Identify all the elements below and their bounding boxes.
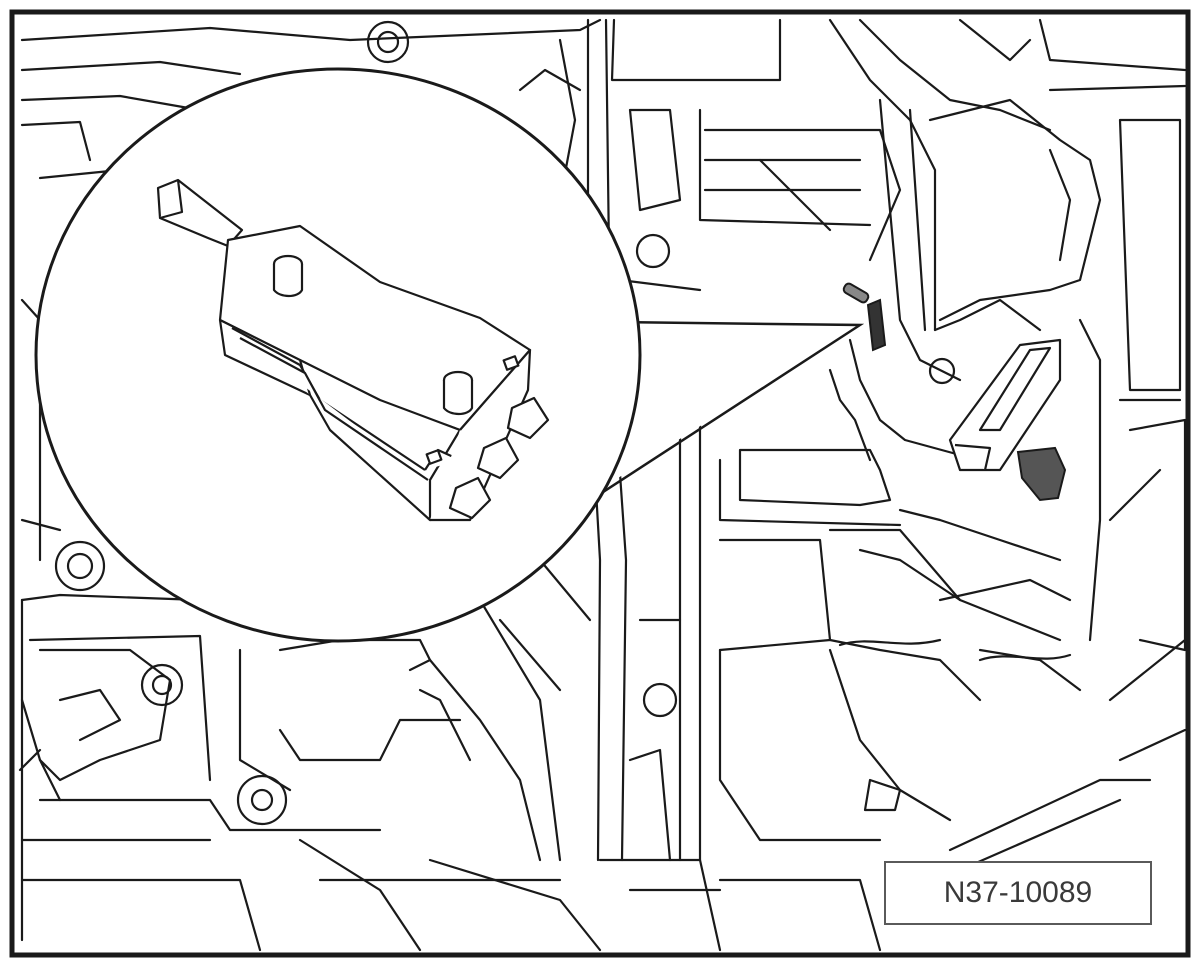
installed-switch bbox=[948, 338, 1062, 472]
shaded-component bbox=[1016, 446, 1067, 502]
magnified-switch bbox=[156, 178, 550, 522]
reference-code-box: N37-10089 bbox=[884, 861, 1152, 925]
housing-structure bbox=[18, 18, 1187, 952]
reference-code: N37-10089 bbox=[943, 876, 1093, 909]
locator-pin bbox=[842, 282, 887, 352]
